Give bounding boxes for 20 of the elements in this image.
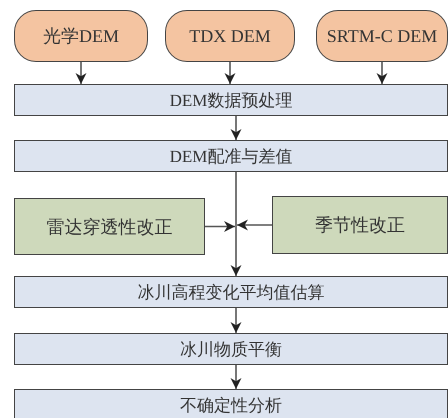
node-label: SRTM-C DEM	[326, 26, 438, 46]
node-label: 雷达穿透性改正	[46, 216, 172, 238]
process-box	[14, 389, 448, 418]
data-source-box	[316, 10, 448, 62]
node-label: 季节性改正	[315, 214, 405, 237]
process-box	[14, 333, 448, 365]
process-box	[14, 140, 448, 172]
node-label: 冰川高程变化平均值估算	[138, 282, 324, 304]
node-label: DEM配准与差值	[170, 146, 292, 168]
node-label: 冰川物质平衡	[180, 338, 282, 360]
correction-box	[272, 196, 448, 254]
data-source-box	[14, 10, 148, 62]
process-box	[14, 276, 448, 308]
node-label: TDX DEM	[189, 26, 271, 46]
node-label: 不确定性分析	[180, 394, 282, 416]
process-box	[14, 84, 448, 116]
node-label: 光学DEM	[43, 25, 119, 48]
correction-box	[14, 198, 205, 255]
data-source-box	[165, 10, 295, 62]
node-label: DEM数据预处理	[170, 90, 292, 112]
